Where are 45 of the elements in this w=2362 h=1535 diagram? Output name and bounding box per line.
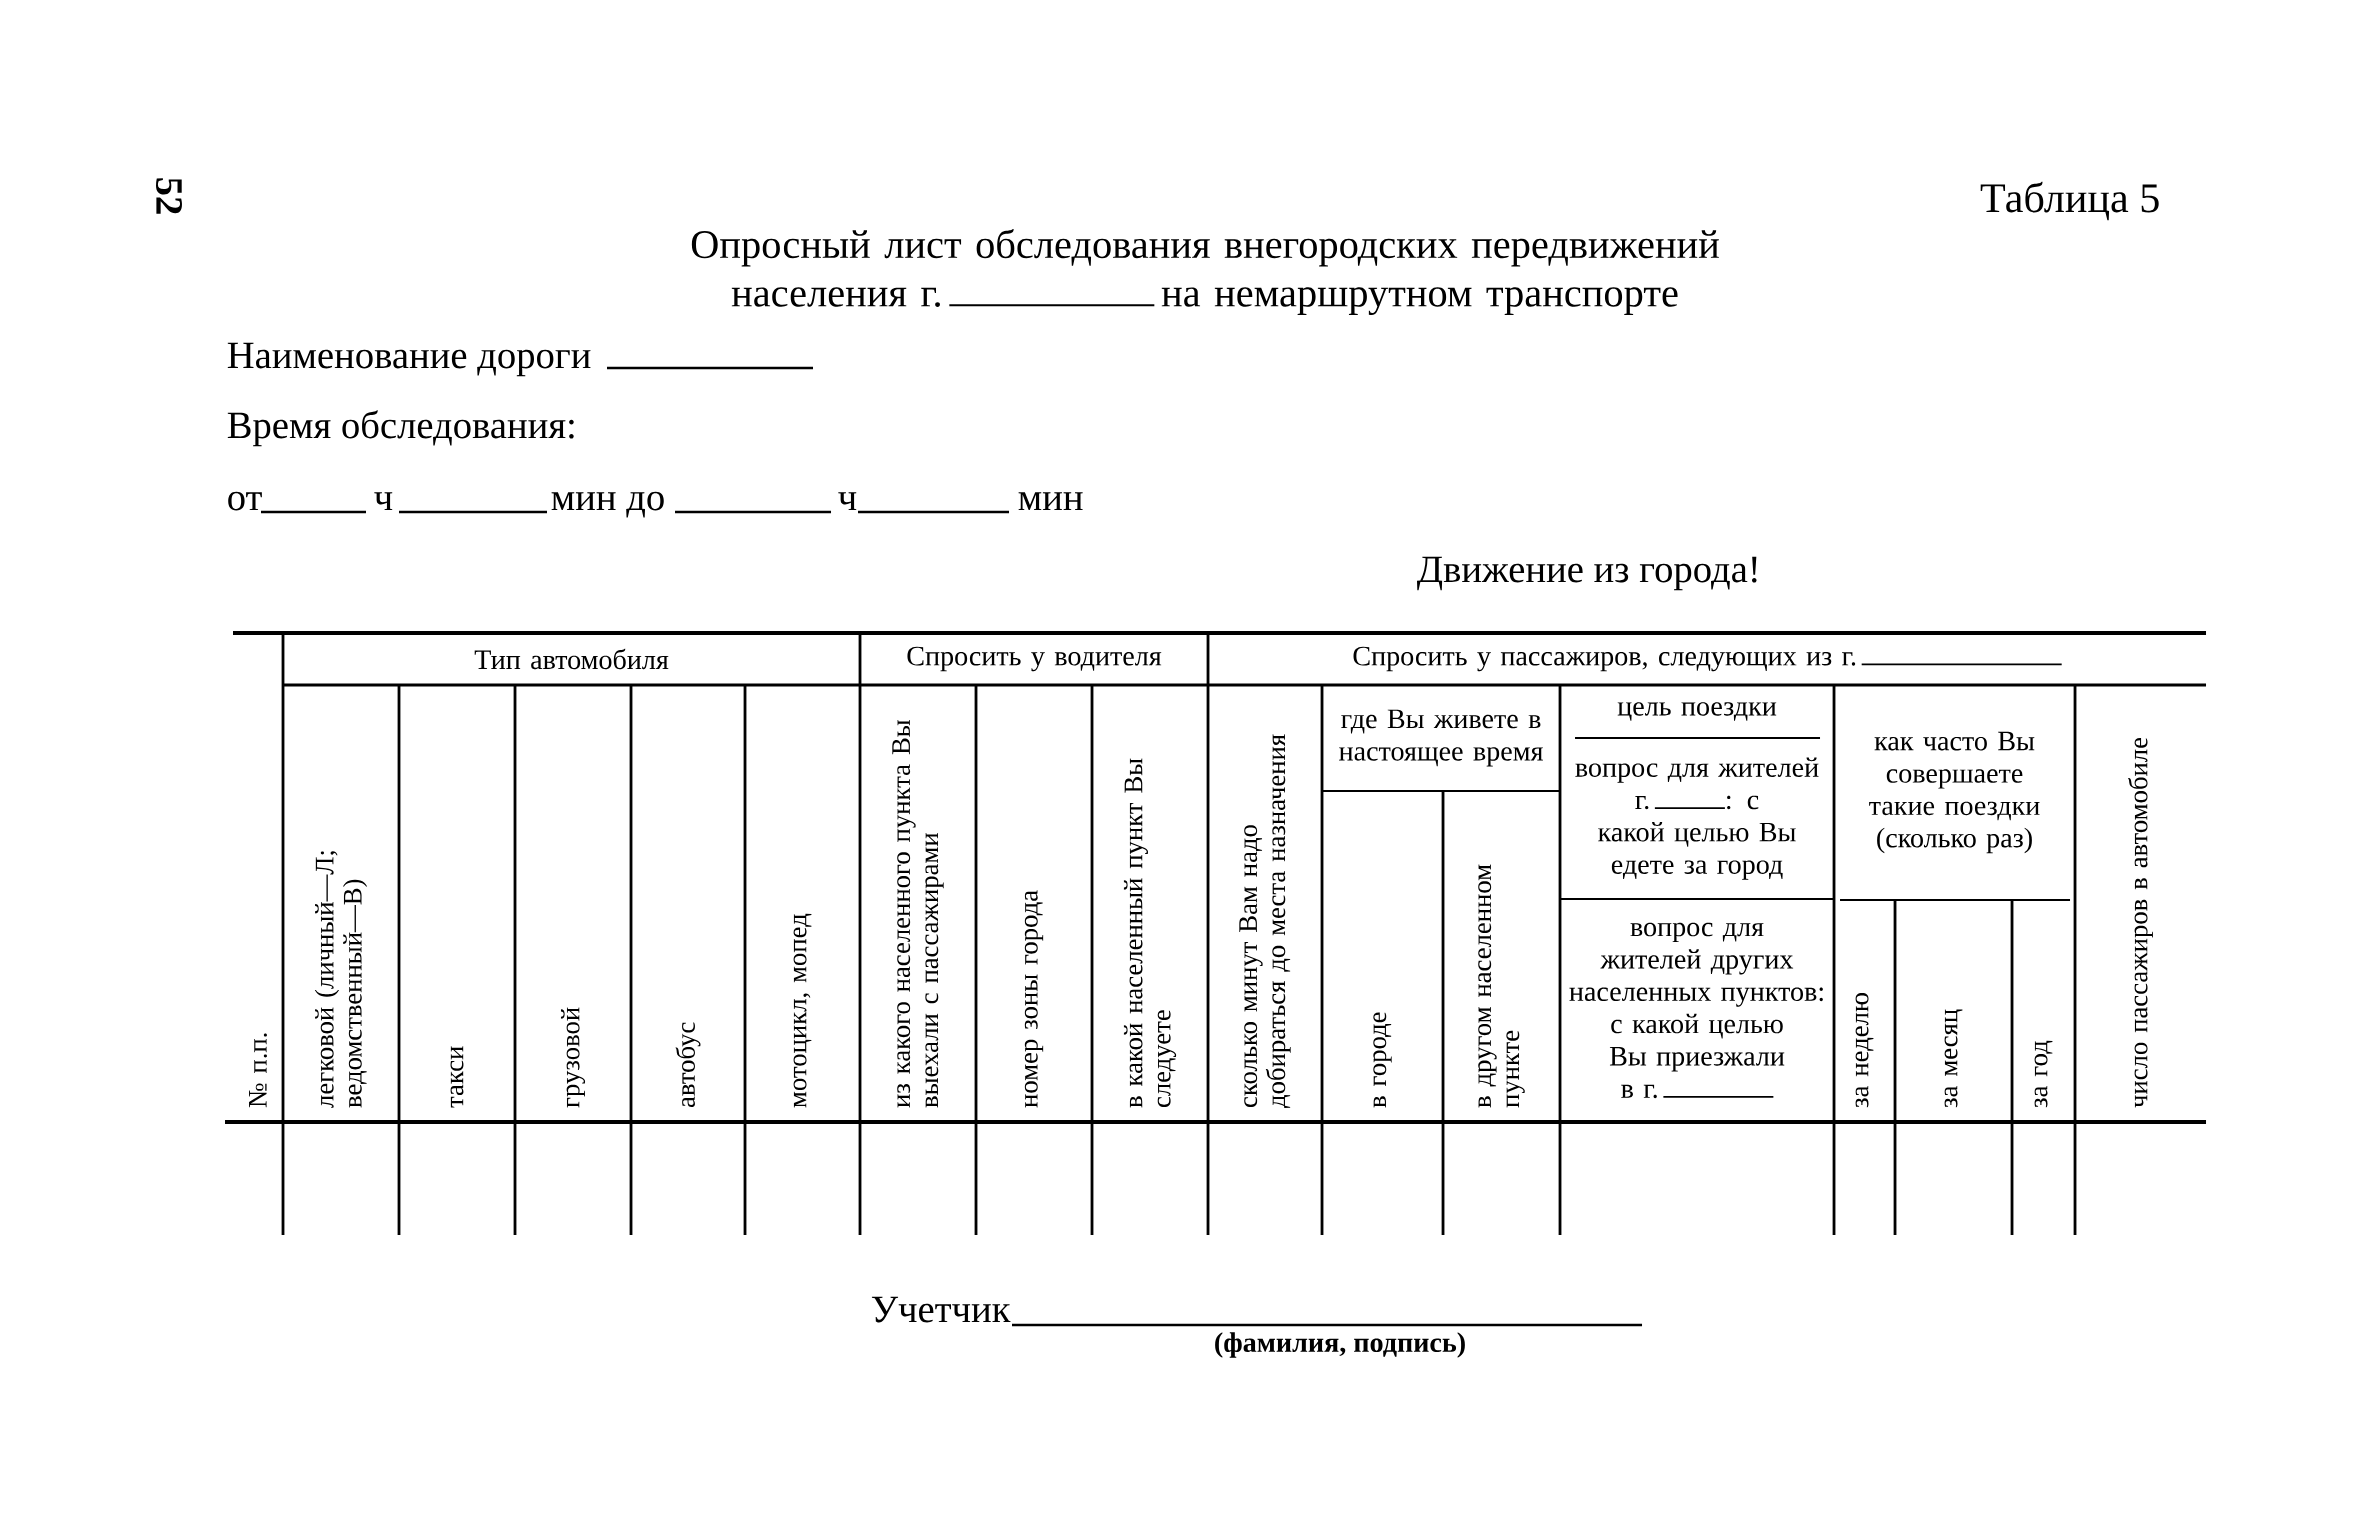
column-header: такси — [450, 1046, 464, 1108]
column-header: Тип автомобиля — [474, 648, 669, 670]
column-header: цель поездки — [1617, 702, 1777, 721]
form-label: от — [228, 491, 262, 511]
column-header: сколько минут Вам надо добираться до места назначения — [1239, 734, 1291, 1108]
column-header: легковой (личный—Л; ведомственный—В) — [314, 851, 368, 1108]
column-header: за год — [2034, 1040, 2053, 1108]
column-header: за месяц — [1944, 1009, 1963, 1108]
column-header: № п.п. — [249, 1033, 267, 1108]
column-header: как часто Вы совершаете такие поездки (сколько раз) — [1869, 731, 2040, 854]
title: Опросный лист обследования внегородских передвижений населения г. на немаршрутном транспорте — [691, 228, 1719, 316]
column-header: число пассажиров в автомобиле — [2128, 737, 2153, 1108]
signature-label: Учетчик — [871, 1296, 1011, 1323]
diagram-title: Опросный лист обследования внегородских передвижений — [691, 228, 1719, 267]
column-header: вопрос для жителей г. : с какой целью Вы едете за город — [1575, 757, 1819, 880]
column-header: вопрос для жителей других населенных пунктов: с какой целью Вы приезжали в г. — [1569, 922, 1823, 1099]
form-label: ч — [374, 492, 393, 510]
label: : с — [1727, 795, 1759, 810]
form-label: Время обследования: — [227, 410, 574, 447]
form-label: мин до — [551, 491, 664, 518]
section-heading: Движение из города! — [1417, 556, 1757, 591]
column-header: где Вы живете в настоящее время — [1339, 709, 1543, 767]
form-label: мин — [1018, 492, 1083, 510]
column-header: Спросить у пассажиров, следующих из г. — [1353, 646, 2063, 672]
column-header: автобус — [675, 1022, 701, 1108]
page-number: 52 — [156, 178, 182, 214]
form-label: Наименование дороги — [227, 342, 591, 377]
label: едете за город — [1611, 860, 1783, 880]
diagram-title: населения г. — [731, 287, 940, 307]
label: г. — [1635, 796, 1649, 810]
column-header: за неделю — [1855, 993, 1874, 1108]
form-label: ч — [838, 492, 857, 510]
column-header: номер зоны города — [1024, 890, 1044, 1108]
label: вопрос для жителей — [1575, 757, 1819, 783]
column-header: в какой населенный пункт Вы следуете — [1123, 758, 1177, 1108]
label: какой целью Вы — [1598, 822, 1796, 847]
table-number: Таблица 5 — [1980, 181, 2159, 221]
signature-hint: (фамилия, подпись) — [1215, 1332, 1465, 1358]
column-header: Спросить у водителя — [907, 646, 1162, 672]
label: на немаршрутном транспорте — [1161, 287, 1678, 316]
column-header: в городе — [1373, 1012, 1392, 1108]
column-header: из какого населенного пункта Вы выехали с пассажирами — [892, 720, 944, 1108]
column-header: грузовой — [560, 1007, 586, 1108]
column-header: мотоцикл, мопед — [793, 913, 812, 1108]
column-header: в другом населенном пункте — [1478, 864, 1525, 1108]
